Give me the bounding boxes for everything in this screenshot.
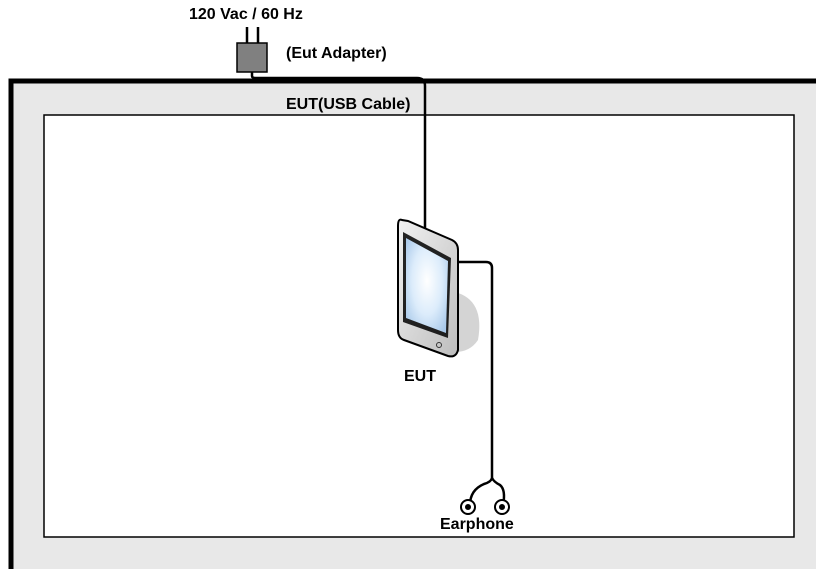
earbud-right-icon	[494, 499, 510, 515]
tablet-icon	[397, 218, 459, 358]
device-shadow	[455, 292, 480, 352]
usb-cable	[250, 72, 427, 230]
device-label: EUT	[404, 368, 436, 385]
table-border	[8, 78, 816, 569]
earphone-cable	[458, 260, 494, 506]
earphone-cable-right	[490, 477, 506, 506]
earphone-label: Earphone	[440, 516, 514, 533]
adapter-icon	[236, 42, 268, 73]
adapter-label: (Eut Adapter)	[286, 45, 387, 62]
earbud-left-icon	[460, 499, 476, 515]
cable-label: EUT(USB Cable)	[286, 96, 411, 113]
power-source-label: 120 Vac / 60 Hz	[189, 6, 303, 23]
